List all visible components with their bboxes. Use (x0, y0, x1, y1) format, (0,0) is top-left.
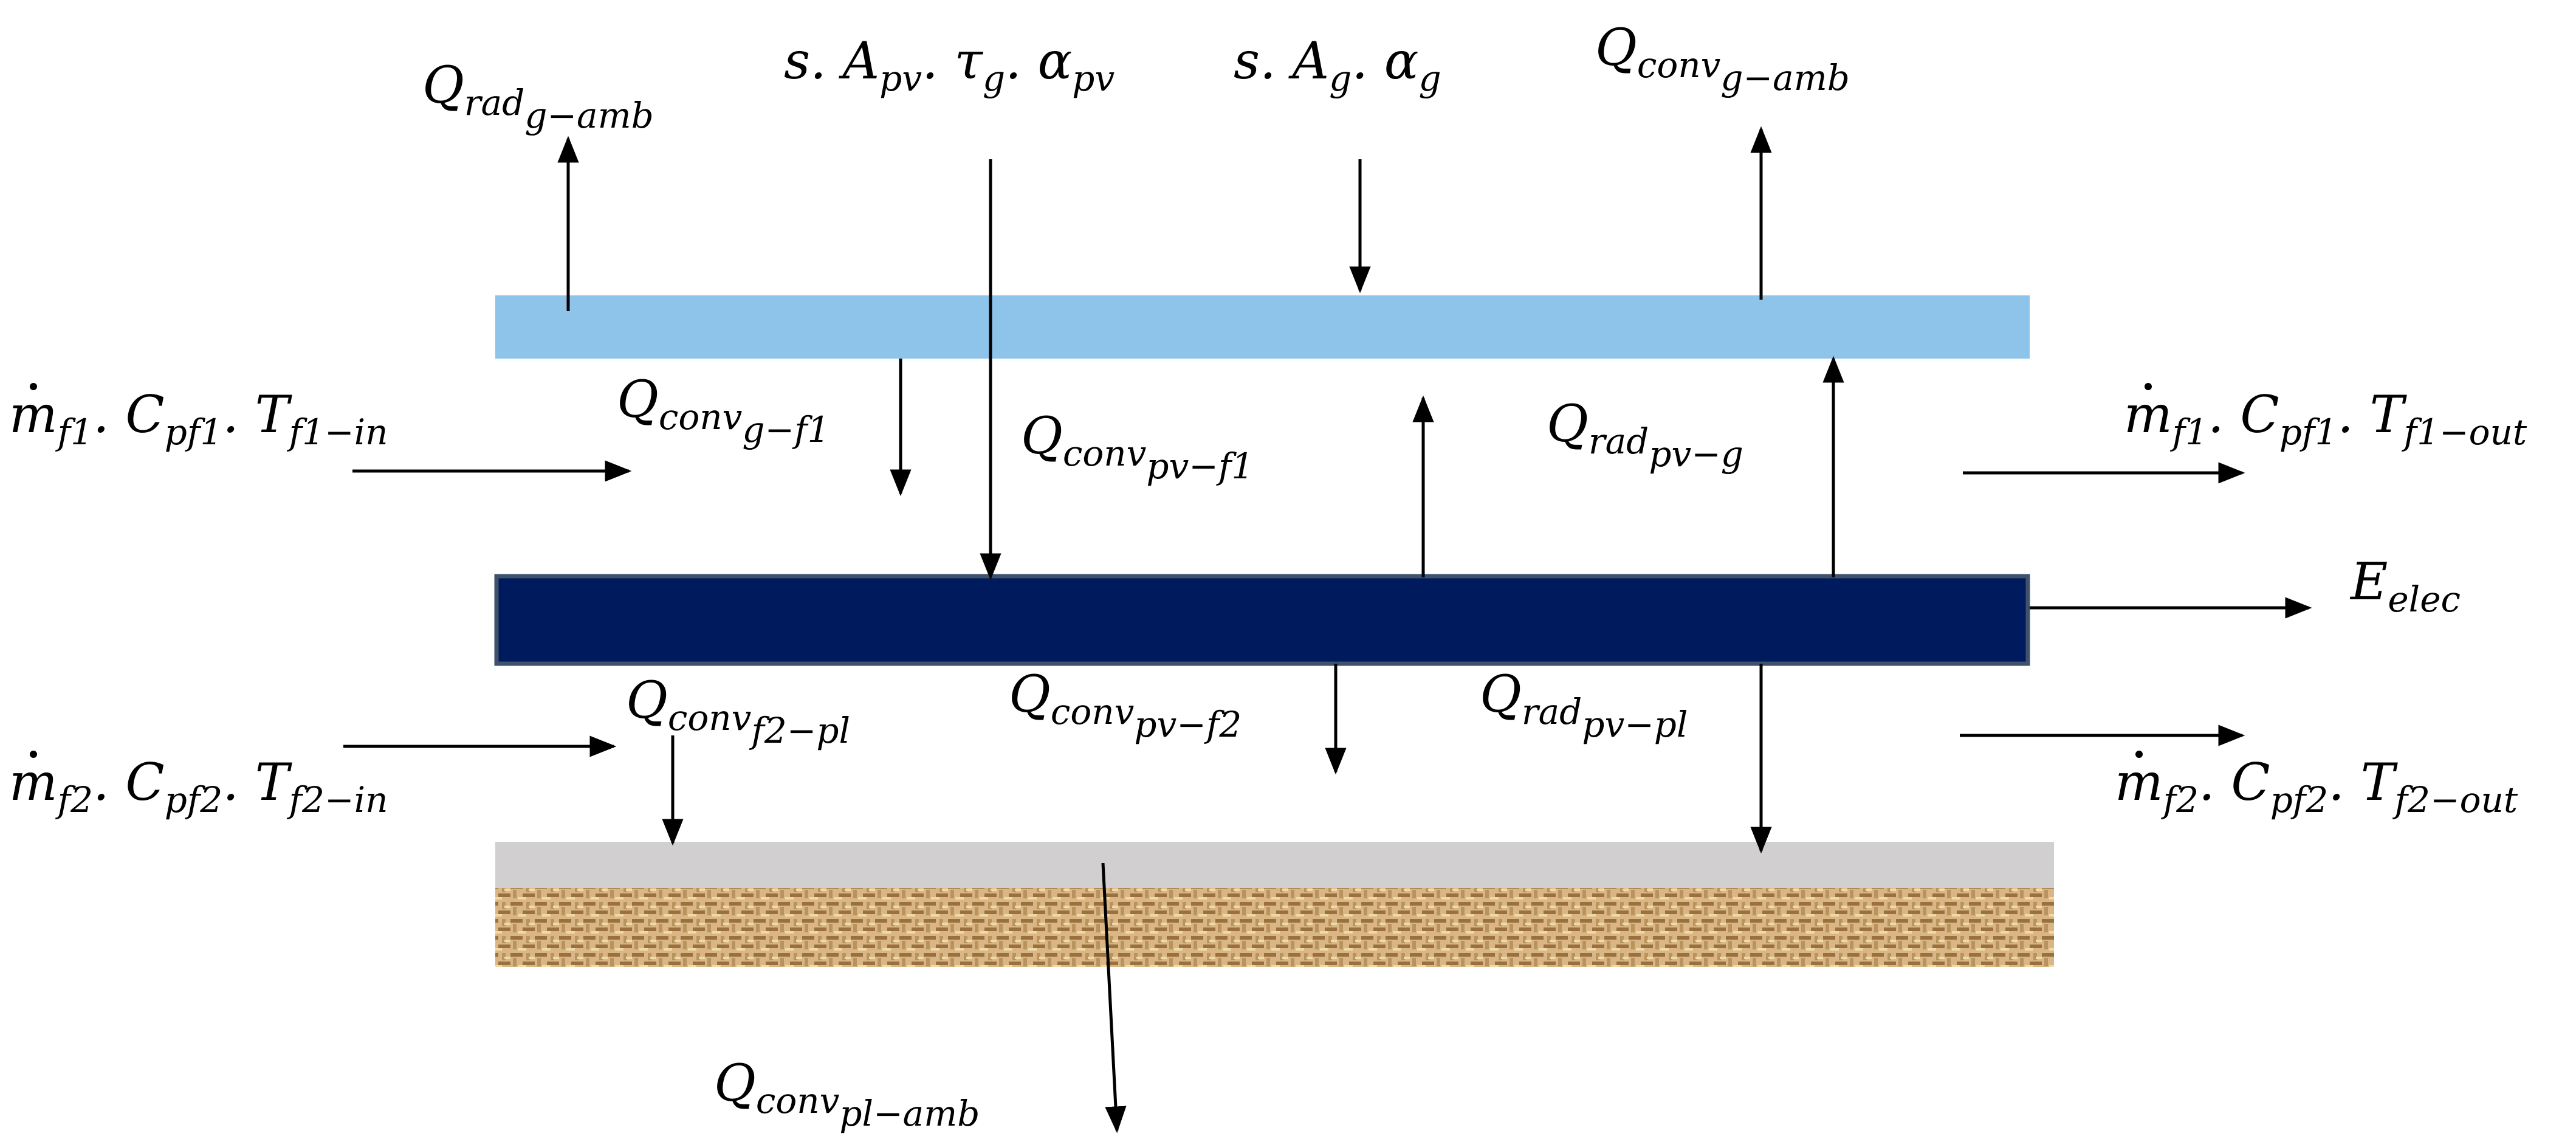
label-s-ag-alpha: s. Ag. αg (1234, 31, 1441, 100)
absorber-plate (495, 842, 2054, 888)
insulation-layer (495, 888, 2054, 967)
arrow-q-conv-pl-amb (1101, 862, 1127, 1134)
label-q-conv-g-amb: Qconvg−amb (1595, 18, 1850, 98)
label-q-conv-pl-amb: Qconvpl−amb (714, 1053, 980, 1134)
glass-cover (495, 295, 2030, 359)
label-mf2-out: mf2. Cpf2. Tf2−out (2115, 750, 2518, 821)
label-q-conv-pv-f1: Qconvpv−f1 (1021, 406, 1254, 487)
label-q-rad-pv-pl: Qradpv−pl (1480, 664, 1688, 745)
label-s-apv-tau-alpha: s. Apv. τg. αpv (784, 31, 1115, 100)
label-q-conv-f2-pl: Qconvf2−pl (626, 670, 851, 751)
label-mf1-out: mf1. Cpf1. Tf1−out (2124, 382, 2527, 453)
pv-cell (494, 574, 2030, 666)
label-q-rad-pv-g: Qradpv−g (1547, 394, 1743, 475)
label-q-conv-pv-f2: Qconvpv−f2 (1009, 664, 1242, 745)
label-q-rad-g-amb: Qradg−amb (422, 55, 654, 136)
label-mf2-in: mf2. Cpf2. Tf2−in (9, 750, 388, 821)
label-q-conv-g-f1: Qconvg−f1 (617, 370, 830, 450)
label-e-elec: Eelec (2351, 552, 2461, 621)
arrows (343, 126, 2312, 1134)
label-mf1-in: mf1. Cpf1. Tf1−in (9, 382, 388, 453)
